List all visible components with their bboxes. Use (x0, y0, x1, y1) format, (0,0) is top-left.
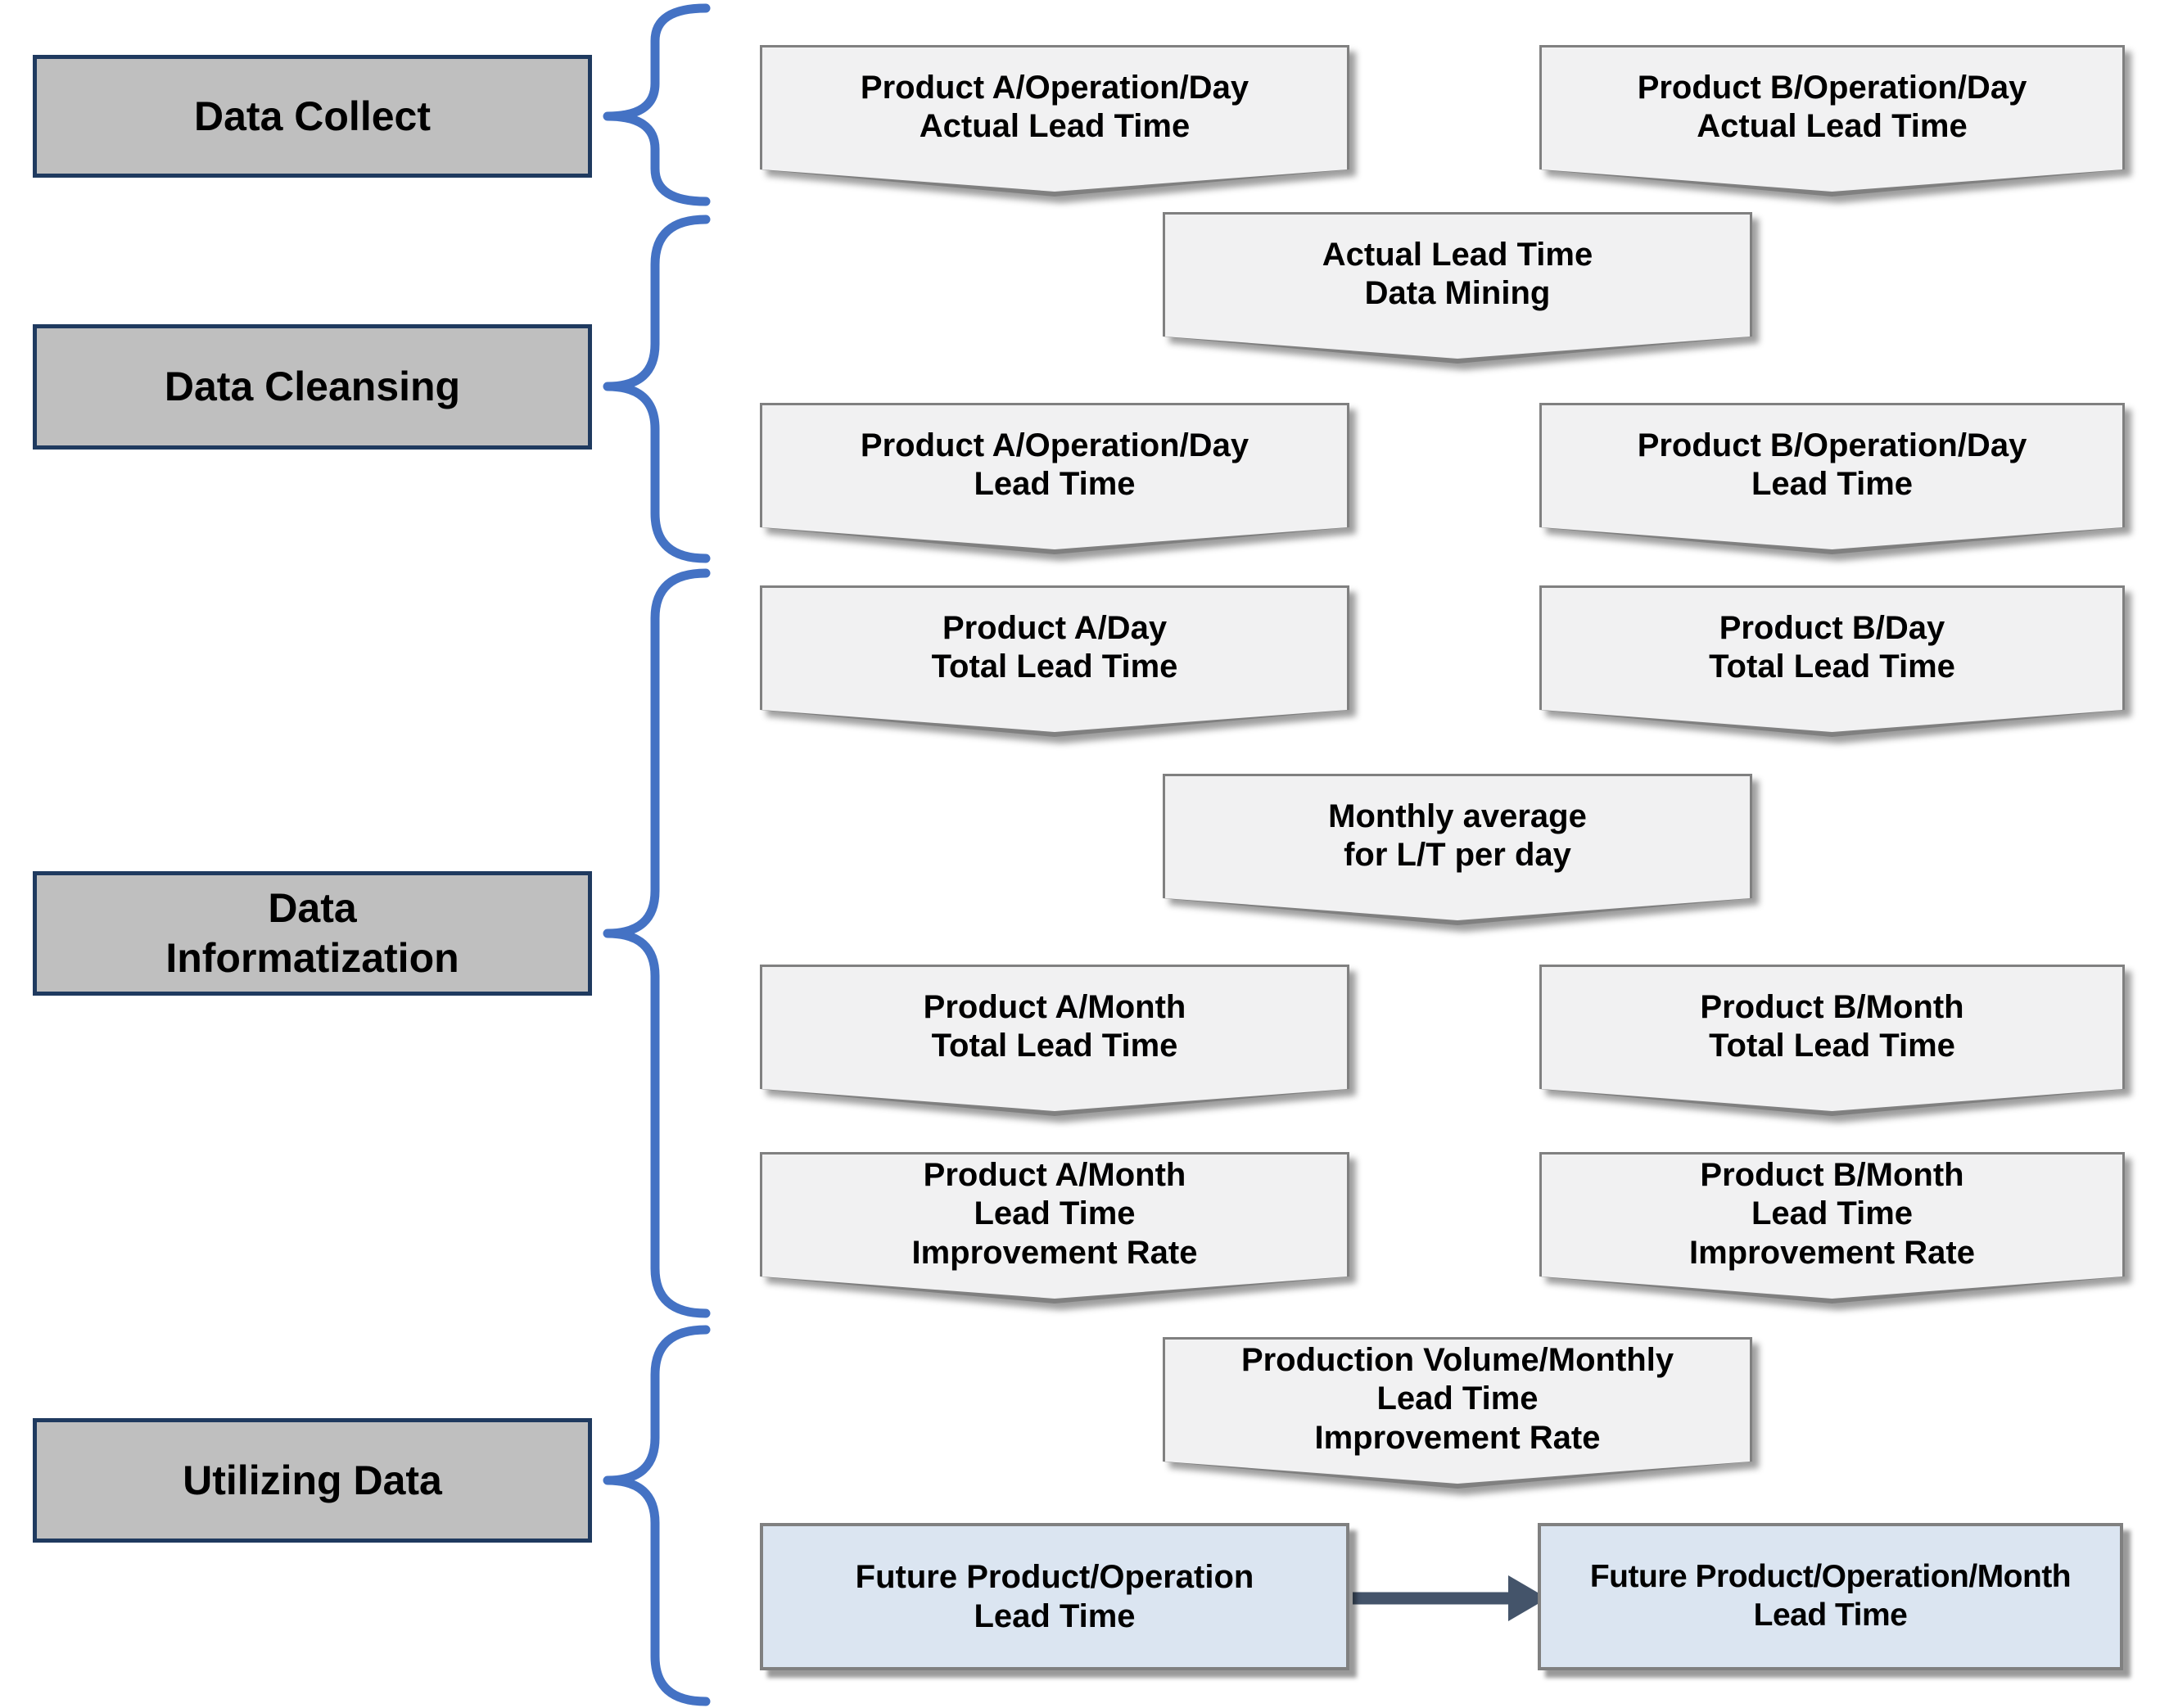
banner-text-line: Improvement Rate (1314, 1419, 1601, 1456)
banner-product-a-lead-time: Product A/Operation/Day Lead Time (760, 403, 1349, 554)
banner-text-line: Actual Lead Time (919, 108, 1191, 144)
banner-text-line: Product A/Operation/Day (860, 69, 1249, 106)
banner-actual-lead-time-data-mining: Actual Lead Time Data Mining (1163, 212, 1752, 364)
banner-text-line: Product B/Day (1719, 609, 1945, 646)
banner-product-a-month-improvement-rate: Product A/Month Lead Time Improvement Ra… (760, 1152, 1349, 1304)
banner-text-line: Product A/Day (942, 609, 1168, 646)
brace-utilizing-data (603, 1325, 711, 1706)
banner-shape (1539, 45, 2125, 197)
brace-data-collect (603, 3, 711, 206)
banner-text-line: Product B/Month (1700, 988, 1964, 1025)
banner-text-line: Monthly average (1328, 798, 1587, 834)
banner-text-line: Production Volume/Monthly (1240, 1342, 1674, 1379)
stage-box-data-cleansing: Data Cleansing (33, 324, 592, 450)
banner-text-line: Lead Time (974, 466, 1136, 502)
banner-product-a-month-total-lead-time: Product A/Month Total Lead Time (760, 965, 1349, 1116)
banner-shape (1539, 1152, 2125, 1304)
banner-shape (760, 965, 1349, 1116)
banner-shape (1539, 965, 2125, 1116)
banner-text-line: Product B/Month (1700, 1157, 1964, 1194)
banner-text-line: Improvement Rate (911, 1234, 1198, 1271)
banner-text-line: Total Lead Time (931, 1028, 1178, 1064)
banner-shape (1539, 403, 2125, 554)
banner-text-line: Lead Time (974, 1195, 1136, 1232)
banner-text-line: Improvement Rate (1689, 1234, 1975, 1271)
banner-shape (1163, 774, 1752, 925)
banner-text-line: Product B/Operation/Day (1637, 69, 2027, 106)
stage-label: Data (268, 885, 357, 931)
future-box-text-line: Future Product/Operation/Month (1589, 1559, 2072, 1595)
stage-label: Utilizing Data (183, 1457, 442, 1503)
banner-shape (1163, 212, 1752, 364)
banner-shape (760, 585, 1349, 737)
banner-text-line: Actual Lead Time (1322, 236, 1593, 273)
banner-shape (760, 403, 1349, 554)
banner-product-b-lead-time: Product B/Operation/Day Lead Time (1539, 403, 2125, 554)
banner-product-b-day-total-lead-time: Product B/Day Total Lead Time (1539, 585, 2125, 737)
future-box-text-line: Future Product/Operation (855, 1559, 1254, 1595)
banner-text-line: Product A/Month (923, 1157, 1186, 1194)
banner-shape (760, 45, 1349, 197)
future-product-operation-lead-time-box: Future Product/Operation Lead Time (760, 1523, 1349, 1670)
banner-product-a-actual-lead-time: Product A/Operation/Day Actual Lead Time (760, 45, 1349, 197)
banner-shape (1539, 585, 2125, 737)
stage-label: Informatization (165, 935, 459, 981)
banner-text-line: Product A/Month (923, 988, 1186, 1025)
stage-box-utilizing-data: Utilizing Data (33, 1418, 592, 1543)
banner-text-line: Total Lead Time (1709, 648, 1955, 685)
banner-text-line: Lead Time (1376, 1380, 1539, 1417)
banner-text-line: Product B/Operation/Day (1637, 427, 2027, 463)
banner-text-line: Product A/Operation/Day (860, 427, 1249, 463)
banner-production-volume-improvement-rate: Production Volume/Monthly Lead Time Impr… (1163, 1337, 1752, 1489)
stage-label: Data Collect (194, 93, 431, 139)
banner-text-line: for L/T per day (1344, 837, 1571, 873)
banner-text-line: Lead Time (1751, 466, 1914, 502)
banner-text-line: Total Lead Time (1709, 1028, 1955, 1064)
future-box-text-line: Lead Time (1753, 1597, 1908, 1633)
banner-product-b-month-total-lead-time: Product B/Month Total Lead Time (1539, 965, 2125, 1116)
stage-box-data-informatization: Data Informatization (33, 871, 592, 996)
banner-text-line: Actual Lead Time (1697, 108, 1968, 144)
banner-shape (1163, 1337, 1752, 1489)
stage-box-data-collect: Data Collect (33, 55, 592, 178)
banner-product-a-day-total-lead-time: Product A/Day Total Lead Time (760, 585, 1349, 737)
brace-data-cleansing (603, 215, 711, 563)
brace-data-informatization (603, 568, 711, 1318)
future-box-text-line: Lead Time (974, 1598, 1136, 1634)
banner-product-b-actual-lead-time: Product B/Operation/Day Actual Lead Time (1539, 45, 2125, 197)
future-product-operation-month-lead-time-box: Future Product/Operation/Month Lead Time (1538, 1523, 2123, 1670)
banner-shape (760, 1152, 1349, 1304)
banner-text-line: Total Lead Time (931, 648, 1178, 685)
banner-product-b-month-improvement-rate: Product B/Month Lead Time Improvement Ra… (1539, 1152, 2125, 1304)
banner-text-line: Lead Time (1751, 1195, 1914, 1232)
banner-monthly-average-lt-per-day: Monthly average for L/T per day (1163, 774, 1752, 925)
banner-text-line: Data Mining (1364, 275, 1551, 311)
stage-label: Data Cleansing (164, 364, 461, 409)
